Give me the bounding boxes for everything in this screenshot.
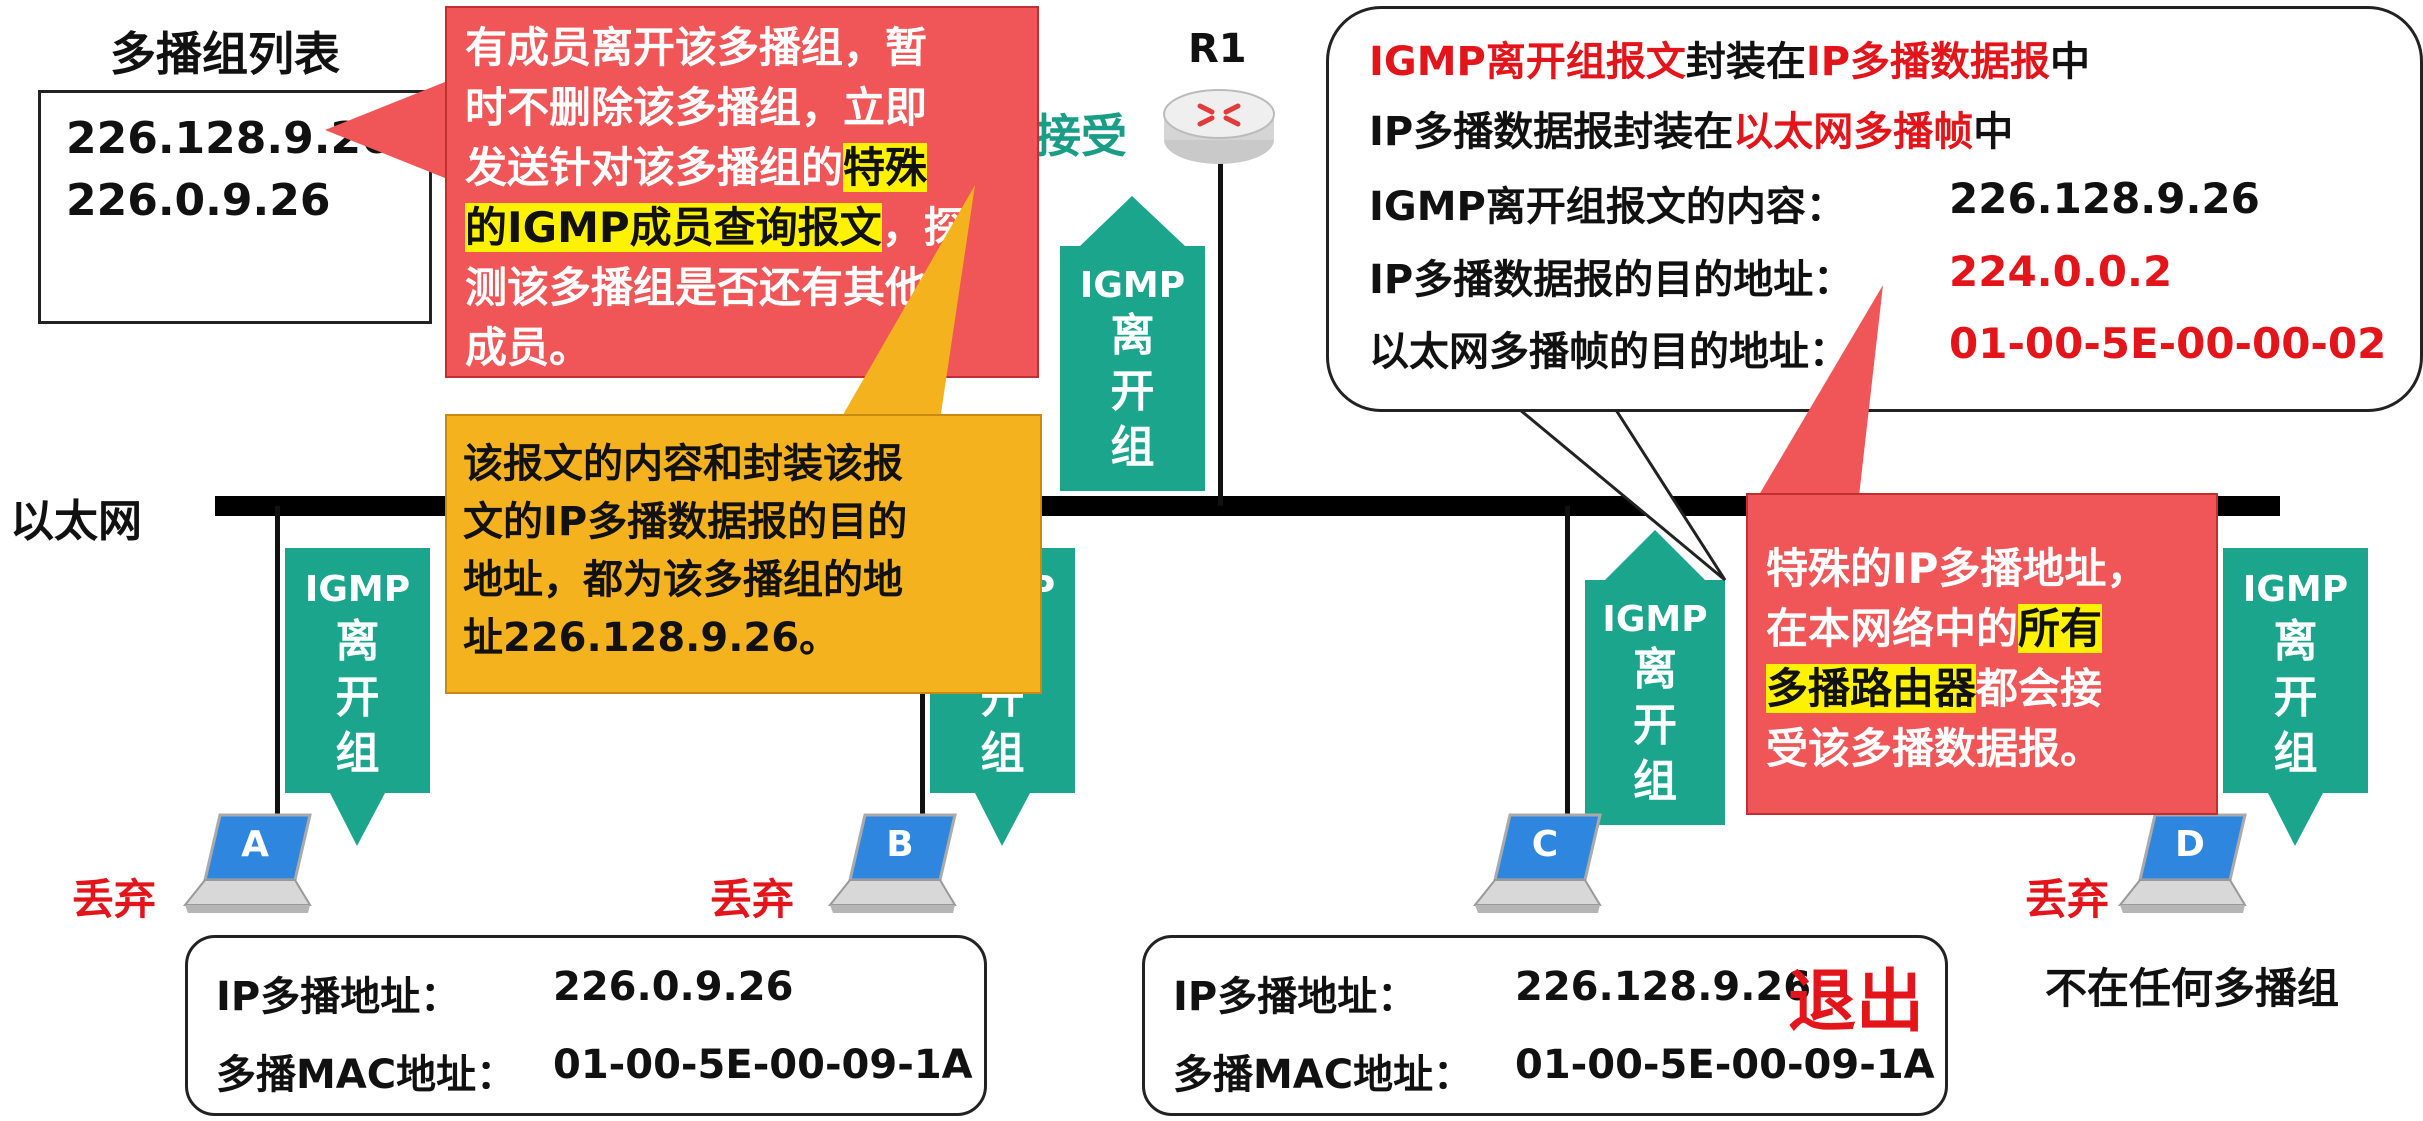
callout-line: 地址，都为该多播组的地: [463, 557, 903, 603]
bubble-value: 01-00-5E-00-00-02: [1949, 319, 2387, 368]
igmp-label: 离: [2273, 616, 2318, 667]
igmp-leave-arrow-router: IGMP 离 开 组: [1060, 196, 1205, 491]
bubble-value: 224.0.0.2: [1949, 247, 2173, 296]
router-link: [1218, 160, 1223, 506]
callout-line: 都会接: [1976, 664, 2103, 713]
host-b-discard-label: 丢弃: [710, 875, 795, 924]
host-c-letter: C: [1531, 824, 1559, 865]
ip-value: 226.0.9.26: [553, 964, 794, 1010]
group-list-title: 多播组列表: [110, 27, 340, 81]
igmp-label: 组: [2273, 728, 2318, 779]
content-callout: 该报文的内容和封装该报 文的IP多播数据报的目的 地址，都为该多播组的地 址22…: [445, 414, 1042, 694]
router-query-callout: 有成员离开该多播组，暂 时不删除该多播组，立即 发送针对该多播组的特殊 的IGM…: [445, 6, 1039, 378]
igmp-label: 组: [980, 728, 1025, 779]
special-addr-callout-pointer: [1748, 280, 1888, 510]
bubble-key: IGMP离开组报文的内容：: [1369, 184, 1846, 230]
callout-line: 测该多播组是否还有其他: [465, 263, 928, 312]
bubble-text: IP多播数据报封装在: [1369, 109, 1734, 155]
host-a-laptop-icon: A: [180, 810, 320, 920]
router-query-callout-pointer: [325, 60, 455, 200]
igmp-label: 组: [1110, 422, 1155, 473]
igmp-label: 开: [335, 672, 380, 723]
mac-value: 01-00-5E-00-09-1A: [1515, 1042, 1935, 1088]
igmp-label: 离: [335, 616, 380, 667]
igmp-label: 离: [1110, 310, 1155, 361]
igmp-leave-arrow-c: IGMP 离 开 组: [1585, 530, 1725, 825]
igmp-label: 开: [1110, 366, 1155, 417]
highlight-routers: 多播路由器: [1766, 664, 1977, 713]
host-ab-address-box: IP多播地址： 226.0.9.26 多播MAC地址： 01-00-5E-00-…: [185, 935, 987, 1116]
host-a-letter: A: [241, 824, 269, 865]
ip-key: IP多播地址：: [216, 974, 461, 1020]
bubble-text: 中: [2050, 39, 2091, 85]
ip-value: 226.128.9.26: [1515, 964, 1812, 1010]
bubble-key: IP多播数据报的目的地址：: [1369, 257, 1854, 303]
bubble-text: IGMP离开组报文: [1369, 39, 1686, 85]
highlight-all: 所有: [2018, 604, 2103, 653]
highlight-special: 特殊: [843, 143, 928, 192]
host-c-address-box: IP多播地址： 226.128.9.26 退出 多播MAC地址： 01-00-5…: [1142, 935, 1948, 1116]
igmp-leave-arrow-a: IGMP 离 开 组: [285, 548, 430, 846]
igmp-label: 组: [335, 728, 380, 779]
mac-value: 01-00-5E-00-09-1A: [553, 1042, 973, 1088]
host-d-status-label: 不在任何多播组: [2045, 964, 2340, 1013]
callout-line: 址226.128.9.26。: [463, 615, 840, 661]
router-accept-label: 接受: [1035, 109, 1127, 163]
callout-line: 该报文的内容和封装该报: [463, 441, 903, 487]
group-list-entry: 226.128.9.26: [66, 113, 392, 164]
igmp-label: IGMP: [304, 569, 411, 610]
callout-line: 发送针对该多播组的: [465, 143, 844, 192]
bubble-text: IP多播数据报: [1805, 39, 2051, 85]
mac-key: 多播MAC地址：: [1173, 1052, 1474, 1098]
callout-line: 文的IP多播数据报的目的: [463, 499, 908, 545]
host-d-letter: D: [2175, 824, 2205, 865]
igmp-label: 组: [1633, 756, 1677, 807]
bubble-text: 中: [1973, 109, 2014, 155]
encapsulation-bubble-tail: [1470, 380, 1730, 600]
host-c-laptop-icon: C: [1470, 810, 1610, 920]
igmp-label: IGMP: [2242, 569, 2349, 610]
host-d-discard-label: 丢弃: [2025, 875, 2110, 924]
quit-label: 退出: [1788, 963, 1925, 1042]
callout-line: 特殊的IP多播地址，: [1766, 544, 2149, 593]
igmp-label: 离: [1633, 644, 1677, 695]
igmp-label: IGMP: [1602, 599, 1708, 640]
bubble-key: 以太网多播帧的目的地址：: [1369, 329, 1849, 375]
host-b-laptop-icon: B: [825, 810, 965, 920]
router-icon: [1160, 78, 1278, 168]
group-list-entry: 226.0.9.26: [66, 175, 331, 226]
host-a-discard-label: 丢弃: [72, 875, 157, 924]
host-c-link: [1565, 506, 1570, 826]
bubble-text: 以太网多播帧: [1733, 109, 1974, 155]
host-d-laptop-icon: D: [2115, 810, 2255, 920]
callout-line: 成员。: [465, 323, 592, 372]
ethernet-label: 以太网: [10, 496, 142, 547]
host-b-letter: B: [886, 824, 914, 865]
igmp-label: 开: [2273, 672, 2318, 723]
encapsulation-bubble: IGMP离开组报文封装在IP多播数据报中 IP多播数据报封装在以太网多播帧中 I…: [1326, 6, 2423, 412]
callout-line: 有成员离开该多播组，暂: [465, 23, 928, 72]
callout-line: 时不删除该多播组，立即: [465, 83, 928, 132]
host-a-link: [275, 506, 280, 826]
ip-key: IP多播地址：: [1173, 974, 1418, 1020]
bubble-text: 封装在: [1685, 39, 1806, 85]
special-addr-callout: 特殊的IP多播地址， 在本网络中的所有 多播路由器都会接 受该多播数据报。: [1746, 493, 2218, 815]
igmp-leave-arrow-d: IGMP 离 开 组: [2223, 548, 2368, 846]
igmp-label: IGMP: [1079, 265, 1186, 306]
highlight-query: 的IGMP成员查询报文: [465, 203, 882, 252]
mac-key: 多播MAC地址：: [216, 1052, 517, 1098]
content-callout-pointer: [780, 180, 980, 430]
igmp-label: 开: [1633, 700, 1677, 751]
callout-line: 在本网络中的: [1766, 604, 2019, 653]
router-label: R1: [1188, 26, 1247, 72]
bubble-value: 226.128.9.26: [1949, 174, 2260, 223]
callout-line: 受该多播数据报。: [1766, 724, 2103, 773]
